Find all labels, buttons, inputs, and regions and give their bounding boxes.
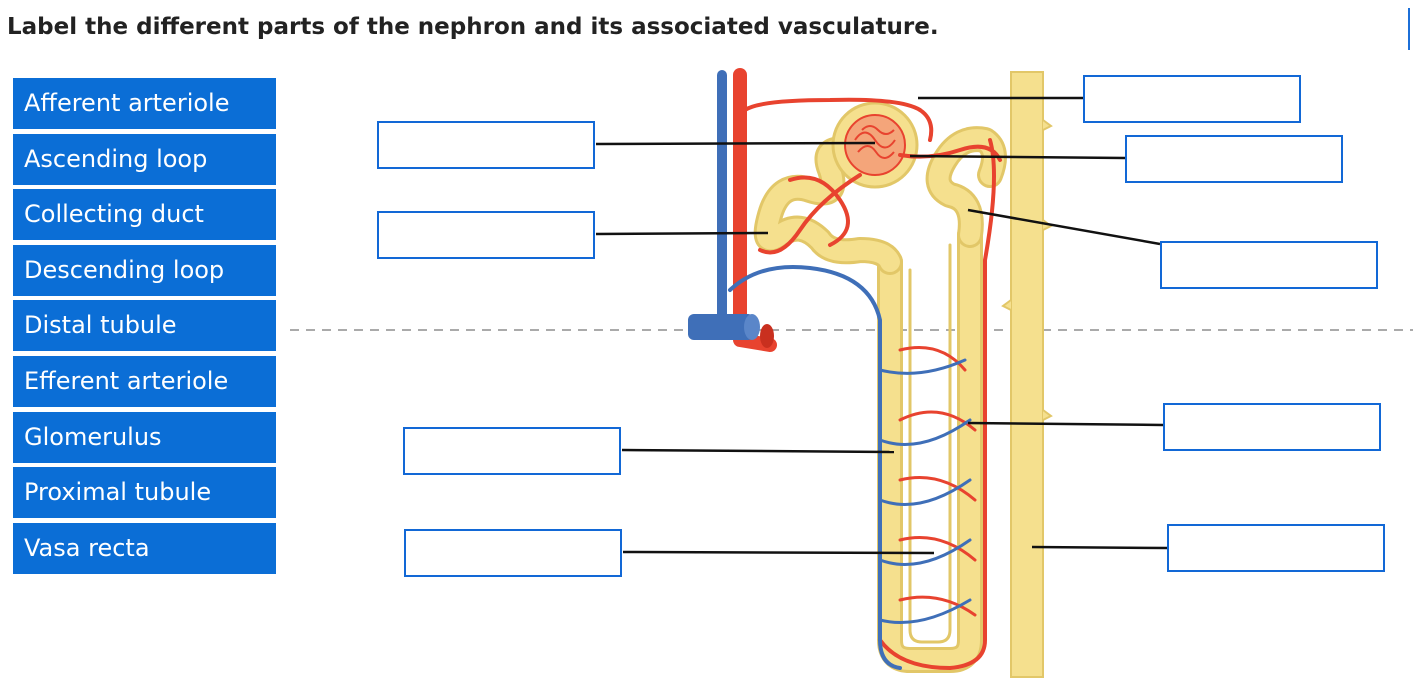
- label-bank: Afferent arteriole Ascending loop Collec…: [13, 78, 276, 578]
- drop-target-3[interactable]: [403, 427, 621, 475]
- leader-line-3: [621, 448, 895, 454]
- label-chip-distal-tubule[interactable]: Distal tubule: [13, 300, 276, 352]
- drop-target-7[interactable]: [1160, 241, 1378, 289]
- leader-line-1: [595, 141, 876, 146]
- label-chip-glomerulus[interactable]: Glomerulus: [13, 411, 276, 463]
- label-chip-proximal-tubule[interactable]: Proximal tubule: [13, 467, 276, 519]
- label-chip-ascending-loop[interactable]: Ascending loop: [13, 133, 276, 185]
- scrollbar-edge: [1408, 8, 1410, 50]
- drop-target-6[interactable]: [1125, 135, 1343, 183]
- drop-target-9[interactable]: [1167, 524, 1385, 572]
- leader-line-2: [595, 231, 769, 236]
- drop-target-2[interactable]: [377, 211, 595, 259]
- venous-vessels: [717, 70, 972, 670]
- label-chip-vasa-recta[interactable]: Vasa recta: [13, 522, 276, 574]
- leader-lines: [595, 96, 1168, 555]
- label-chip-collecting-duct[interactable]: Collecting duct: [13, 189, 276, 241]
- leader-line-9: [1031, 545, 1168, 550]
- leader-line-4: [622, 550, 935, 555]
- label-chip-descending-loop[interactable]: Descending loop: [13, 244, 276, 296]
- drop-target-5[interactable]: [1083, 75, 1301, 123]
- collecting-duct-shape: [1001, 71, 1053, 678]
- question-text: Label the different parts of the nephron…: [7, 14, 939, 40]
- vessel-cut-ends: [688, 314, 774, 348]
- drop-target-4[interactable]: [404, 529, 622, 577]
- drop-target-1[interactable]: [377, 121, 595, 169]
- loop-of-henle-shape: [877, 222, 983, 673]
- drop-target-8[interactable]: [1163, 403, 1381, 451]
- leader-line-6: [909, 154, 1126, 160]
- leader-line-7: [967, 208, 1161, 246]
- arterial-vessels: [733, 68, 1002, 671]
- leader-line-8: [967, 421, 1164, 427]
- glomerulus-shape: [831, 101, 919, 189]
- label-chip-efferent-arteriole[interactable]: Efferent arteriole: [13, 355, 276, 407]
- label-chip-afferent-arteriole[interactable]: Afferent arteriole: [13, 78, 276, 129]
